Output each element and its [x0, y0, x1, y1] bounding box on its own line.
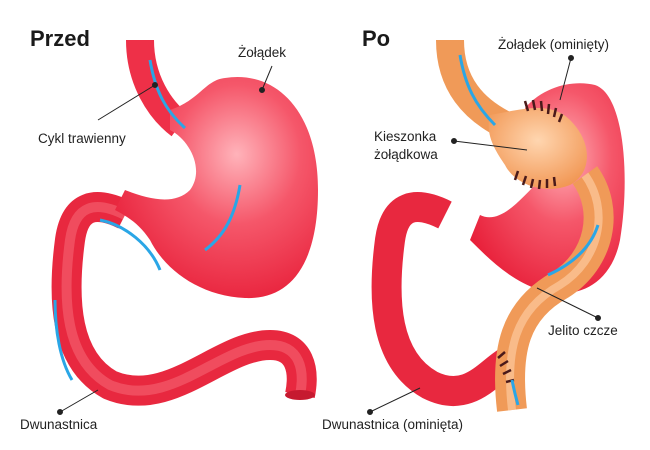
flow-arrow — [148, 59, 187, 130]
stomach — [115, 76, 318, 299]
leader-lines — [57, 55, 601, 415]
before-stomach-illustration — [51, 39, 318, 406]
after-title: Po — [362, 26, 391, 51]
label-stomach-bypassed: Żołądek (ominięty) — [498, 37, 610, 52]
staple-lines — [497, 99, 564, 384]
esophagus-after — [436, 39, 512, 138]
label-duodenum: Dwunastnica — [20, 417, 98, 432]
label-stomach: Żołądek — [238, 45, 287, 60]
after-stomach-illustration — [371, 39, 625, 412]
duodenum-bypassed — [371, 192, 518, 406]
gastric-pouch — [488, 108, 587, 189]
label-duodenum-bypassed: Dwunastnica (ominięta) — [322, 417, 464, 432]
label-gastric-pouch-line1: Kieszonka — [374, 129, 437, 144]
label-jejunum: Jelito czcze — [548, 323, 618, 338]
before-title: Przed — [30, 26, 90, 51]
label-digestive-flow: Cykl trawienny — [38, 131, 126, 146]
label-gastric-pouch-line2: żołądkowa — [374, 147, 438, 162]
